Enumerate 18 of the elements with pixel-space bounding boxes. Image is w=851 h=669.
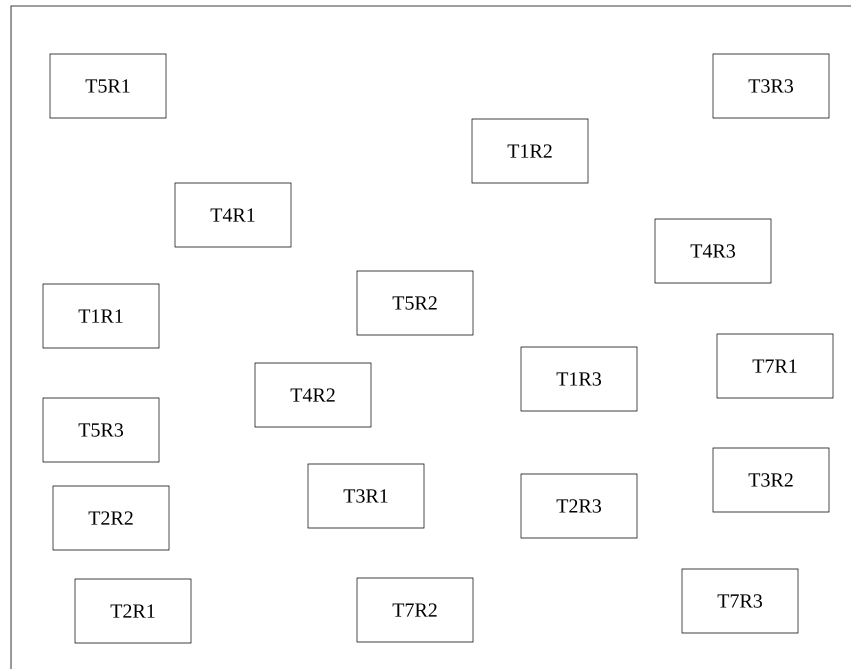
label-box: T1R2	[472, 118, 588, 184]
label-box: T4R1	[174, 182, 292, 248]
label-box: T3R1	[308, 464, 424, 528]
label-box: T7R3	[682, 568, 798, 634]
label-box: T1R1	[42, 284, 160, 348]
label-box: T4R2	[254, 362, 372, 428]
label-box: T1R3	[520, 346, 638, 412]
label-box: T3R3	[712, 54, 830, 118]
label-box: T5R2	[356, 270, 474, 336]
label-box: T5R3	[42, 398, 160, 462]
label-box: T2R3	[520, 474, 638, 538]
label-box: T3R2	[712, 448, 830, 512]
label-box: T4R3	[654, 218, 772, 284]
label-box: T7R2	[356, 578, 474, 642]
label-box: T5R1	[50, 54, 166, 118]
label-box: T7R1	[716, 334, 834, 398]
label-box: T2R1	[74, 578, 192, 644]
label-box: T2R2	[52, 486, 170, 550]
